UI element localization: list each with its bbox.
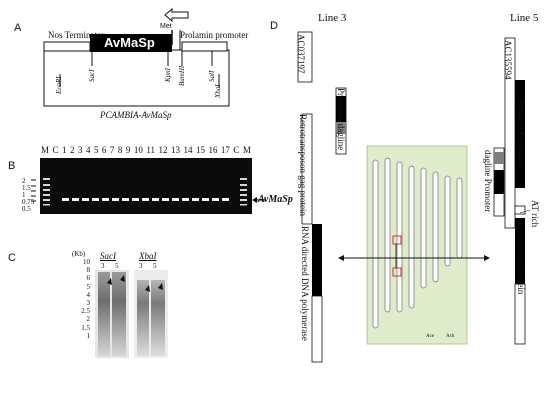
band-arrowhead-icon <box>107 278 112 285</box>
lane-label: 16 <box>208 145 218 155</box>
blot-size-ladder: 10 8 6 5 4 3 2.5 2 1.5 1 <box>76 258 90 340</box>
size-label: 4 <box>86 290 91 299</box>
arrow-right-icon <box>484 255 490 261</box>
prolamin-promoter-label: Prolamin promoter <box>180 30 249 40</box>
lane-label: 7 <box>109 145 115 155</box>
band-arrowhead-icon <box>145 285 150 292</box>
lane-label: 3 <box>77 145 83 155</box>
size-label: 0.5 <box>22 205 31 213</box>
blot-lane-label: 3 <box>101 262 105 270</box>
accession-line3: AC037197 <box>296 34 306 74</box>
gel-lane-header: M C 1 2 3 4 5 6 7 8 9 10 11 12 13 14 15 … <box>41 145 251 155</box>
lane-label: 8 <box>117 145 123 155</box>
feature-rna-polymerase: RNA directed DNA polymerase <box>300 226 310 341</box>
lane-label: 11 <box>146 145 156 155</box>
feature-retrotransposon: Retrotransposon gag protein <box>298 114 308 216</box>
accession-line5: AC135594 <box>503 40 513 80</box>
enzyme-xbai: XbaI <box>139 251 157 261</box>
size-label: 5 <box>86 282 91 291</box>
lane-label: 6 <box>101 145 107 155</box>
blot-lane-label: 3 <box>139 262 143 270</box>
nos-terminator-label: Nos Terminator <box>48 30 105 40</box>
gel-size-ladder: 2 1.5 1 0.75 0.5 <box>22 178 34 213</box>
met-label: Met <box>160 23 172 30</box>
lane-label: C <box>233 145 240 155</box>
gel-band-label: AvMaSp <box>258 194 293 205</box>
direction-arrow-icon <box>164 7 189 23</box>
feature-dagline-promoter: dagline Promoter <box>483 150 493 213</box>
lane-label: 2 <box>69 145 75 155</box>
vector-name: PCAMBIA-AvMaSp <box>100 110 172 120</box>
lane-label: 12 <box>158 145 168 155</box>
panel-label-a: A <box>14 22 22 34</box>
lane-label: 13 <box>170 145 180 155</box>
lane-label: C <box>52 145 59 155</box>
panel-label-c: C <box>8 252 16 264</box>
lane-label: 15 <box>195 145 205 155</box>
size-label: 8 <box>86 266 91 275</box>
size-label: 1 <box>22 191 26 199</box>
size-label: 2.5 <box>81 307 90 316</box>
feature-putative-prohibitin: Putative Prohibitin <box>516 100 526 168</box>
size-label: 2 <box>86 315 91 324</box>
size-label: 1.5 <box>81 323 90 332</box>
arrow-left-icon <box>338 255 344 261</box>
lane-label: 14 <box>183 145 193 155</box>
band-arrowhead-icon <box>120 275 125 282</box>
size-label: 1 <box>86 331 91 340</box>
size-label: 2 <box>22 177 26 185</box>
prolamin-promoter-box <box>181 41 228 52</box>
band-arrowhead-icon <box>158 283 163 290</box>
panel-label-d: D <box>270 20 278 32</box>
lane-label: 4 <box>85 145 91 155</box>
blot-lane-label: 5 <box>153 262 157 270</box>
lane-label: M <box>242 145 251 155</box>
chromosome-label: Ach <box>446 334 455 339</box>
chromosome-label: Ace <box>426 334 435 339</box>
blot-lane-label: 5 <box>115 262 119 270</box>
feature-hypothetical-protein: hypothetical protein <box>516 222 526 295</box>
feature-at-rich: AT rich <box>530 200 540 228</box>
feature-promoter-dagline: Promoter dagline <box>336 88 346 151</box>
lane-label: M <box>41 145 50 155</box>
lane-label: 17 <box>220 145 230 155</box>
lane-label: 5 <box>93 145 99 155</box>
lane-label: 10 <box>133 145 143 155</box>
line5-title: Line 5 <box>510 12 539 24</box>
line3-title: Line 3 <box>318 12 347 24</box>
kb-unit-label: (Kb) <box>72 250 86 258</box>
avmasp-gene-label: AvMaSp <box>104 35 155 50</box>
lane-label: 1 <box>62 145 67 155</box>
lane-label: 9 <box>125 145 131 155</box>
avmasp-gene-box <box>90 34 172 52</box>
enzyme-saci: SacI <box>100 251 116 261</box>
size-label: 0.75 <box>22 198 35 206</box>
size-label: 1.5 <box>22 184 31 192</box>
size-label: 6 <box>86 274 91 283</box>
band-arrow-icon <box>252 197 257 203</box>
size-label: 10 <box>83 258 90 266</box>
size-label: 3 <box>86 299 91 308</box>
panel-label-b: B <box>8 160 16 172</box>
